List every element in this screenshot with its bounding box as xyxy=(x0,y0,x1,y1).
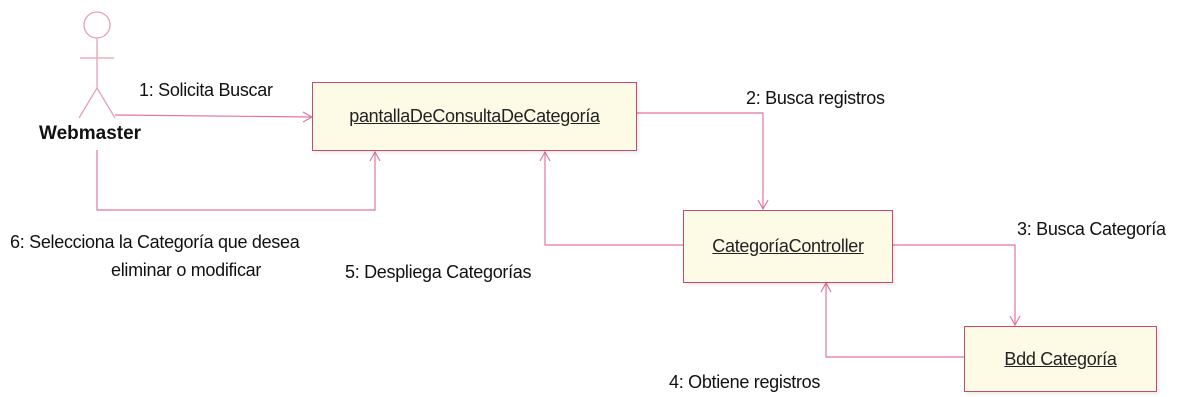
message-5-label: 5: Despliega Categorías xyxy=(345,262,532,282)
message-6-label-line2: eliminar o modificar xyxy=(111,260,262,280)
message-6-label-line1: 6: Selecciona la Categoría que desea xyxy=(10,232,300,252)
actor-label: Webmaster xyxy=(39,123,142,144)
connector-3 xyxy=(893,244,1016,325)
object-controller-label: CategoríaController xyxy=(712,236,864,256)
object-pantalla[interactable]: pantallaDeConsultaDeCategoría xyxy=(312,82,637,151)
arrowhead-4 xyxy=(820,281,832,293)
arrowhead-5 xyxy=(539,150,551,162)
object-bdd-label: Bdd Categoría xyxy=(1004,348,1117,369)
arrowhead-2 xyxy=(757,199,769,211)
message-1-label: 1: Solicita Buscar xyxy=(139,80,273,100)
object-bdd[interactable]: Bdd Categoría xyxy=(964,326,1157,392)
connector-6 xyxy=(96,150,376,211)
object-controller[interactable]: CategoríaController xyxy=(683,210,893,283)
actor-figure xyxy=(78,11,116,119)
message-3-label: 3: Busca Categoría xyxy=(1017,219,1166,239)
connector-1 xyxy=(114,114,313,118)
object-pantalla-label: pantallaDeConsultaDeCategoría xyxy=(349,106,600,126)
message-2-label: 2: Busca registros xyxy=(746,88,885,108)
connector-2 xyxy=(637,112,764,209)
connector-5 xyxy=(544,152,683,246)
message-4-label: 4: Obtiene registros xyxy=(669,372,821,392)
arrowhead-3 xyxy=(1009,315,1021,327)
connector-4 xyxy=(825,283,964,358)
arrowhead-6 xyxy=(369,150,381,162)
